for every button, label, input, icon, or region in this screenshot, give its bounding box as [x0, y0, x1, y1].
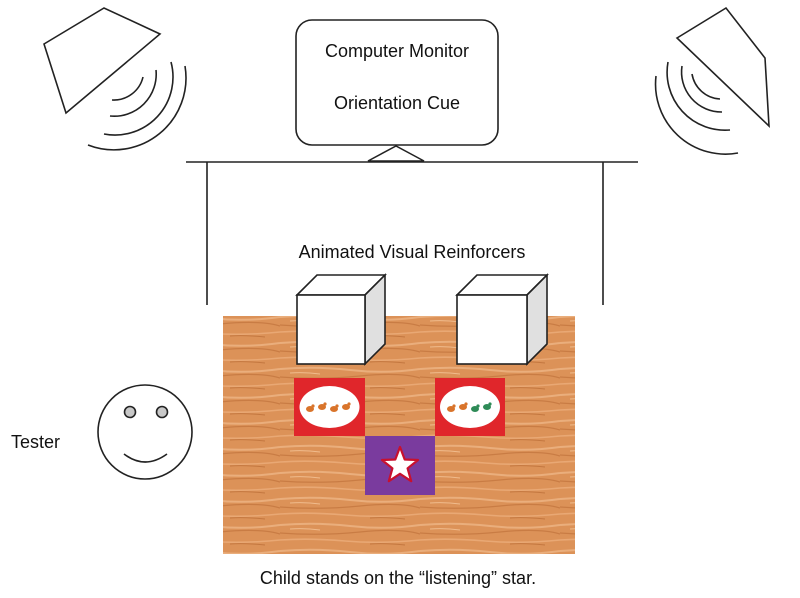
- right-token-card: [435, 378, 505, 436]
- tester-face-icon: [97, 384, 193, 480]
- reinforcers-label: Animated Visual Reinforcers: [299, 242, 526, 262]
- left-token-card: [294, 378, 365, 436]
- monitor-stand: [367, 145, 425, 162]
- listening-star-pad: [365, 436, 435, 495]
- left-speaker-icon: [43, 7, 187, 151]
- monitor-label-line2: Orientation Cue: [334, 93, 460, 113]
- left-reinforcer-box: [295, 273, 387, 366]
- right-reinforcer-box: [455, 273, 549, 366]
- tester-label: Tester: [11, 432, 60, 452]
- monitor-label-line1: Computer Monitor: [325, 41, 469, 61]
- computer-monitor: Computer Monitor Orientation Cue: [295, 19, 499, 162]
- booth-frame: [186, 161, 638, 305]
- right-speaker-icon: [654, 6, 770, 155]
- token-animals-icon: [447, 402, 492, 412]
- caption: Child stands on the “listening” star.: [260, 568, 536, 588]
- star-icon: [380, 445, 420, 483]
- token-animals-icon: [306, 402, 351, 412]
